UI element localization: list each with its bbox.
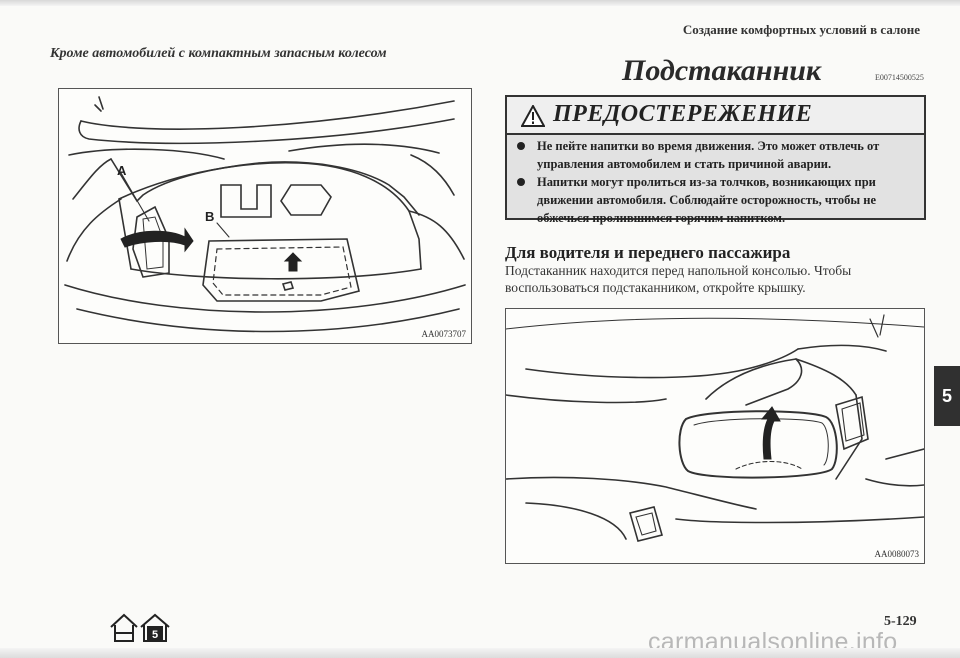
arrow-up-icon — [283, 252, 303, 272]
chapter-home-icon[interactable]: 5 — [140, 613, 170, 642]
chapter-tab[interactable]: 5 — [934, 366, 960, 426]
figure-code: AA0080073 — [874, 549, 920, 559]
subheading: Для водителя и переднего пассажира — [505, 243, 791, 262]
trunk-figure: A B AA0073707 — [58, 88, 472, 344]
arrow-right-icon — [120, 227, 194, 253]
callout-a: A — [117, 163, 127, 178]
warning-item-text: Напитки могут пролиться из-за толчков, в… — [537, 175, 877, 225]
warning-triangle-icon — [521, 105, 545, 127]
callout-b: B — [205, 209, 214, 224]
bullet-icon — [517, 178, 525, 186]
navigation-icons: 5 — [108, 611, 172, 650]
figure-code: AA0073707 — [421, 329, 467, 339]
home-icon[interactable] — [110, 613, 138, 642]
warning-item-text: Не пейте напитки во время движения. Это … — [537, 139, 880, 171]
warning-item: Не пейте напитки во время движения. Это … — [517, 137, 892, 173]
cup-holder-figure: AA0080073 — [505, 308, 925, 564]
page-number: 5-129 — [884, 614, 917, 629]
top-scan-band — [0, 0, 960, 6]
left-heading: Кроме автомобилей с компактным запасным … — [50, 46, 387, 61]
document-code: E00714500525 — [875, 73, 924, 82]
chapter-icon-label: 5 — [152, 629, 158, 641]
body-text: Подстаканник находится перед напольной к… — [505, 263, 852, 295]
trunk-illustration: A B — [64, 96, 466, 333]
section-header: Создание комфортных условий в салоне — [682, 22, 920, 37]
curved-arrow-icon — [760, 406, 781, 460]
bullet-icon — [517, 142, 525, 150]
warning-header: ПРЕДОСТЕРЕЖЕНИЕ — [507, 97, 924, 135]
bottom-scan-band — [0, 648, 960, 658]
warning-box: ПРЕДОСТЕРЕЖЕНИЕ Не пейте напитки во врем… — [505, 95, 926, 225]
warning-item: Напитки могут пролиться из-за толчков, в… — [517, 173, 892, 227]
nav-icons-svg: 5 — [110, 613, 170, 642]
page-title: Подстаканник — [622, 54, 822, 87]
cup-holder-illustration — [505, 314, 925, 542]
warning-title: ПРЕДОСТЕРЕЖЕНИЕ — [553, 101, 813, 127]
